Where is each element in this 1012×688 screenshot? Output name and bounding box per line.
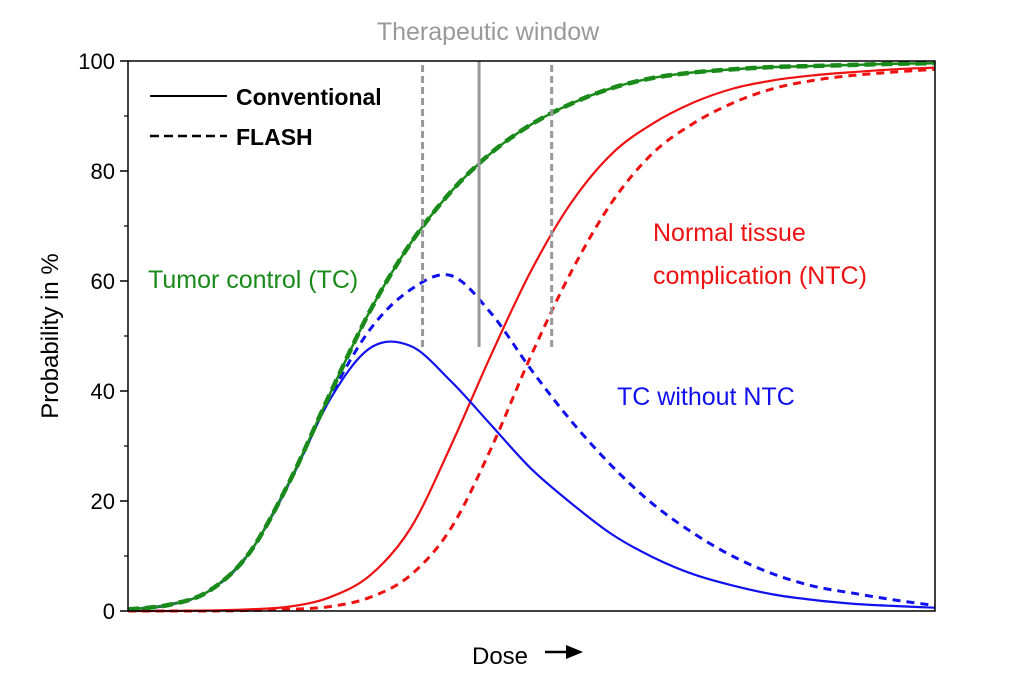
y-ticks: 0 20 40 60 80 100 xyxy=(78,49,128,624)
legend: Conventional FLASH xyxy=(150,84,382,150)
tumor-control-label: Tumor control (TC) xyxy=(148,266,358,294)
therapeutic-window-label: Therapeutic window xyxy=(377,18,600,46)
series-ntc-dashed xyxy=(128,67,936,613)
y-tick-label: 100 xyxy=(78,49,115,74)
y-tick-label: 40 xyxy=(91,379,115,404)
y-axis-label: Probability in % xyxy=(37,253,64,418)
y-tick-label: 20 xyxy=(91,489,115,514)
therapeutic-window-layer xyxy=(421,61,554,347)
legend-label-flash: FLASH xyxy=(236,124,313,150)
y-tick-label: 0 xyxy=(103,599,115,624)
ntc-label-line2: complication (NTC) xyxy=(653,262,867,290)
x-axis-label: Dose xyxy=(472,643,528,670)
series-tc-without-solid xyxy=(127,340,936,611)
series-tc-solid xyxy=(127,61,936,611)
ntc-label-line1: Normal tissue xyxy=(653,219,806,247)
legend-label-conventional: Conventional xyxy=(236,84,382,110)
y-tick-label: 80 xyxy=(91,159,115,184)
arrow-right-icon xyxy=(545,645,583,659)
series-tc-without-dashed xyxy=(127,273,936,611)
series-ntc-solid xyxy=(127,66,936,613)
y-tick-label: 60 xyxy=(91,269,115,294)
curves-layer xyxy=(127,60,936,613)
tc-without-ntc-label: TC without NTC xyxy=(617,383,795,411)
